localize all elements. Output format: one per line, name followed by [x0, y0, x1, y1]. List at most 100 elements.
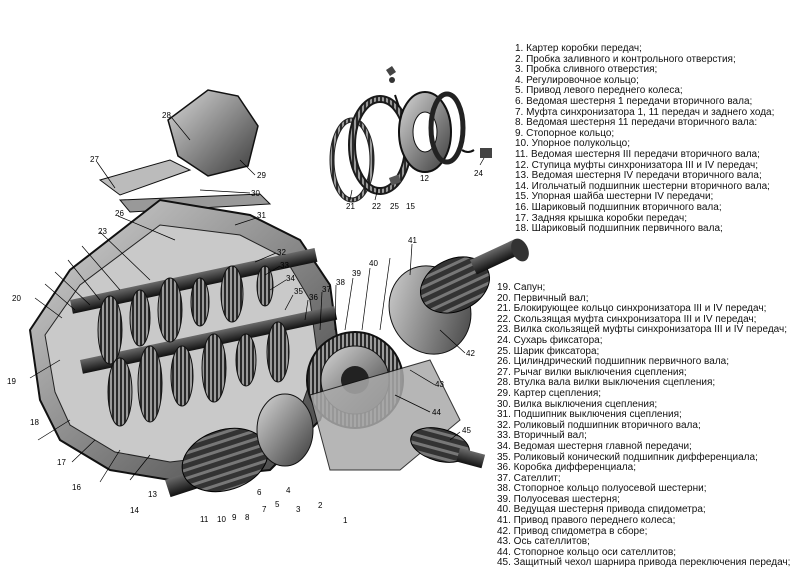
legend-item: 20. Первичный вал; — [497, 292, 589, 304]
callout-32: 32 — [277, 248, 286, 257]
callout-8: 8 — [245, 513, 250, 522]
callout-18: 18 — [30, 418, 39, 427]
callout-17: 17 — [57, 458, 66, 467]
legend-item: 7. Муфта синхронизатора 1, 11 передач и … — [515, 106, 775, 118]
legend-item: 37. Сателлит; — [497, 472, 561, 484]
transmission-cutaway-diagram: 1 2 3 4 5 6 7 8 9 10 11 12 13 14 15 16 1… — [7, 66, 529, 525]
legend-item: 25. Шарик фиксатора; — [497, 345, 600, 357]
legend-item: 5. Привод левого переднего колеса; — [515, 85, 683, 97]
legend-item: 3. Пробка сливного отверстия; — [515, 64, 658, 76]
callout-20: 20 — [12, 294, 21, 303]
legend-item: 27. Рычаг вилки выключения сцепления; — [497, 366, 687, 378]
legend-item: 11. Ведомая шестерня III передачи вторич… — [515, 148, 760, 160]
legend-item: 9. Стопорное кольцо; — [515, 127, 615, 139]
legend-item: 38. Стопорное кольцо полуосевой шестерни… — [497, 483, 707, 495]
callout-12: 12 — [420, 174, 429, 183]
callout-25: 25 — [390, 202, 399, 211]
legend-item: 6. Ведомая шестерня 1 передачи вторичног… — [515, 95, 753, 107]
callout-23: 23 — [98, 227, 107, 236]
callout-21: 21 — [346, 202, 355, 211]
callout-43: 43 — [435, 380, 444, 389]
callout-38: 38 — [336, 278, 345, 287]
legend-item: 13. Ведомая шестерня IV передачи вторичн… — [515, 170, 762, 182]
callout-40: 40 — [369, 259, 378, 268]
legend-item: 16. Шариковый подшипник вторичного вала; — [515, 201, 722, 213]
left-drive-shaft — [165, 393, 314, 498]
legend-item: 32. Роликовый подшипник вторичного вала; — [497, 419, 701, 431]
legend-item: 8. Ведомая шестерня 11 передачи вторично… — [515, 117, 758, 129]
legend-item: 28. Втулка вала вилки выключения сцеплен… — [497, 377, 716, 389]
legend-item: 44. Стопорное кольцо оси сателлитов; — [497, 546, 677, 558]
callout-19: 19 — [7, 377, 16, 386]
callout-15: 15 — [406, 202, 415, 211]
legend-item: 22. Скользящая муфта синхронизатора III … — [497, 313, 757, 325]
legend-item: 4. Регулировочное кольцо; — [515, 74, 639, 86]
legend-item: 15. Упорная шайба шестерни IV передачи; — [515, 191, 714, 203]
legend-item: 26. Цилиндрический подшипник первичного … — [497, 356, 729, 368]
right-cv-boot — [420, 256, 490, 314]
callout-13: 13 — [148, 490, 157, 499]
callout-22: 22 — [372, 202, 381, 211]
gear-train — [70, 248, 338, 427]
exploded-synchronizer — [329, 66, 492, 203]
callout-45: 45 — [462, 426, 471, 435]
legend-item: 18. Шариковый подшипник первичного вала; — [515, 223, 723, 235]
callout-27: 27 — [90, 155, 99, 164]
callout-3: 3 — [296, 505, 301, 514]
legend-item: 42. Привод спидометра в сборе; — [497, 525, 648, 537]
legend-item: 40. Ведущая шестерня привода спидометра; — [497, 504, 706, 516]
callout-29: 29 — [257, 171, 266, 180]
legend-bottom: 19. Сапун;20. Первичный вал;21. Блокирую… — [497, 282, 790, 569]
callout-30: 30 — [251, 189, 260, 198]
callout-33: 33 — [280, 261, 289, 270]
legend-top: 1. Картер коробки передач;2. Пробка зали… — [515, 43, 775, 235]
legend-item: 39. Полуосевая шестерня; — [497, 493, 620, 505]
callout-numbers: 1 2 3 4 5 6 7 8 9 10 11 12 13 14 15 16 1… — [7, 111, 483, 525]
callout-11: 11 — [200, 515, 209, 524]
right-drive-shaft — [388, 238, 529, 355]
legend-item: 23. Вилка скользящей муфты синхронизатор… — [497, 324, 787, 336]
legend-item: 14. Игольчатый подшипник шестерни вторич… — [515, 180, 770, 192]
legend-item: 36. Коробка дифференциала; — [497, 462, 636, 474]
legend-item: 31. Подшипник выключения сцепления; — [497, 409, 682, 421]
callout-35: 35 — [294, 287, 303, 296]
legend-item: 19. Сапун; — [497, 282, 546, 293]
legend-item: 24. Сухарь фиксатора; — [497, 334, 603, 346]
legend-item: 21. Блокирующее кольцо синхронизатора II… — [497, 303, 767, 315]
input-shaft — [70, 248, 318, 314]
callout-39: 39 — [352, 269, 361, 278]
legend-item: 1. Картер коробки передач; — [515, 43, 642, 54]
callout-37: 37 — [322, 285, 331, 294]
legend-item: 29. Картер сцепления; — [497, 387, 602, 399]
callout-5: 5 — [275, 500, 280, 509]
callout-28: 28 — [162, 111, 171, 120]
callout-26: 26 — [115, 209, 124, 218]
legend-item: 33. Вторичный вал; — [497, 430, 587, 442]
callout-31: 31 — [257, 211, 266, 220]
callout-14: 14 — [130, 506, 139, 515]
clutch-fork-assembly — [98, 89, 272, 213]
callout-41: 41 — [408, 236, 417, 245]
callout-9: 9 — [232, 513, 237, 522]
legend-item: 17. Задняя крышка коробки передач; — [515, 212, 688, 224]
legend-item: 30. Вилка выключения сцепления; — [497, 398, 658, 410]
callout-36: 36 — [309, 293, 318, 302]
callout-10: 10 — [217, 515, 226, 524]
callout-34: 34 — [286, 274, 295, 283]
callout-6: 6 — [257, 488, 262, 497]
legend-item: 41. Привод правого переднего колеса; — [497, 515, 676, 527]
leader-lines — [29, 117, 485, 483]
callout-4: 4 — [286, 486, 291, 495]
callout-1: 1 — [343, 516, 348, 525]
callout-44: 44 — [432, 408, 441, 417]
legend-item: 34. Ведомая шестерня главной передачи; — [497, 440, 692, 452]
callout-24: 24 — [474, 169, 483, 178]
legend-item: 2. Пробка заливного и контрольного отвер… — [515, 53, 736, 65]
callout-16: 16 — [72, 483, 81, 492]
callout-7: 7 — [262, 505, 267, 514]
callout-42: 42 — [466, 349, 475, 358]
legend-item: 10. Упорное полукольцо; — [515, 138, 630, 150]
legend-item: 45. Защитный чехол шарнира привода перек… — [497, 557, 790, 569]
legend-item: 35. Роликовый конический подшипник диффе… — [497, 451, 758, 463]
callout-2: 2 — [318, 501, 323, 510]
